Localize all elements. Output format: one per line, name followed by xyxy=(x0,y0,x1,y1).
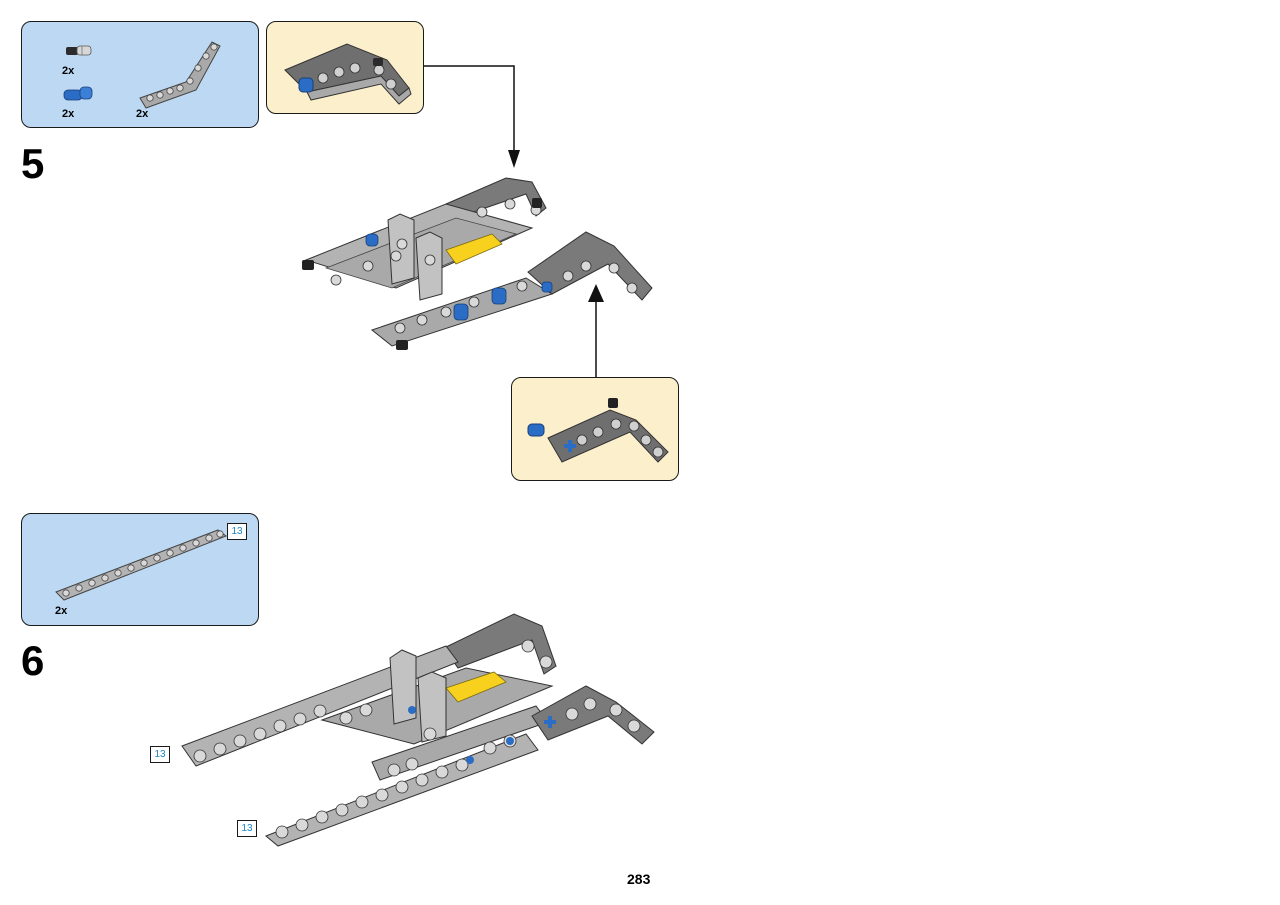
callout-length-label: 13 xyxy=(150,746,170,763)
step5-parts-list: 2x 2x 2x xyxy=(21,21,259,128)
liftarm-length-label: 13 xyxy=(227,523,247,540)
step-number: 5 xyxy=(21,140,45,187)
step6-parts-list: 13 2x xyxy=(21,513,259,626)
arrow-bottom-callout xyxy=(588,284,604,378)
callout-length-label: 13 xyxy=(237,820,257,837)
l-liftarm-with-pins-illustration xyxy=(527,398,669,463)
part-quantity: 2x xyxy=(62,108,75,120)
bent-liftarm-part-icon xyxy=(139,41,221,109)
blue-pin-part-icon xyxy=(63,86,93,101)
arrow-top-callout xyxy=(424,65,520,168)
part-quantity: 2x xyxy=(55,605,68,617)
subassembly-callout-top xyxy=(266,21,424,114)
step-number: 6 xyxy=(21,637,45,684)
part-quantity: 2x xyxy=(62,65,75,77)
subassembly-callout-bottom xyxy=(511,377,679,481)
step6-assembly-illustration xyxy=(181,613,655,847)
straight-liftarm-part-icon xyxy=(55,529,228,601)
pin-with-axle-part-icon xyxy=(66,45,92,56)
page-number: 283 xyxy=(627,871,651,887)
step5-assembly-illustration xyxy=(302,177,653,350)
part-quantity: 2x xyxy=(136,108,149,120)
l-liftarm-with-pins-illustration xyxy=(284,43,412,105)
